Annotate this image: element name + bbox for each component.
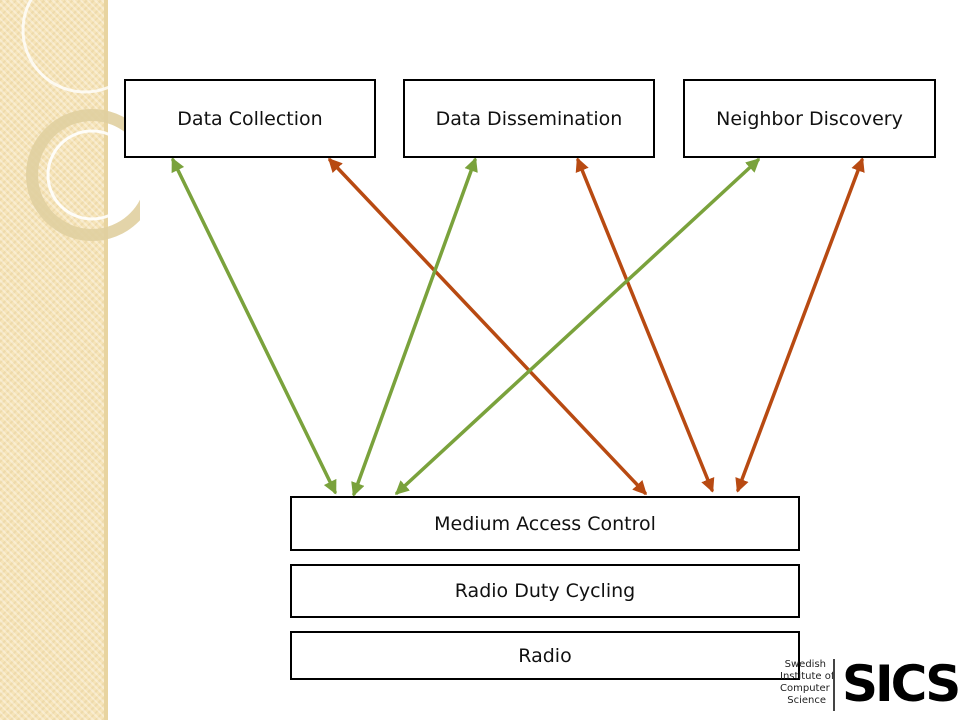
logo-wordmark: SICS (842, 655, 960, 713)
rdc-layer-box: Radio Duty Cycling (290, 564, 800, 618)
neighbor-discovery-label: Neighbor Discovery (716, 107, 903, 130)
mac-layer-label: Medium Access Control (434, 512, 656, 535)
rdc-layer-label: Radio Duty Cycling (454, 580, 636, 602)
radio-layer-box: Radio (290, 631, 800, 680)
sidebar-edge (104, 0, 108, 720)
arrow-dissemination-mac (351, 157, 478, 497)
neighbor-discovery-box: Neighbor Discovery (683, 79, 936, 158)
data-dissemination-box: Data Dissemination (403, 79, 655, 158)
data-collection-box: Data Collection (124, 79, 376, 158)
arrow-collection-mac (171, 157, 337, 495)
radio-layer-label: Radio (518, 644, 572, 667)
arrow-dissemination-mac-orange (575, 157, 715, 493)
arrow-discovery-mac-orange (735, 157, 865, 493)
decorative-rings (21, 0, 140, 241)
data-collection-label: Data Collection (177, 107, 323, 130)
data-dissemination-label: Data Dissemination (435, 107, 623, 130)
logo-divider (833, 659, 835, 711)
arrow-discovery-mac (394, 158, 761, 495)
mac-layer-box: Medium Access Control (290, 496, 800, 551)
sics-logo: Swedish Institute of Computer Science SI… (780, 655, 960, 715)
logo-tagline: Swedish Institute of Computer Science (780, 659, 835, 706)
